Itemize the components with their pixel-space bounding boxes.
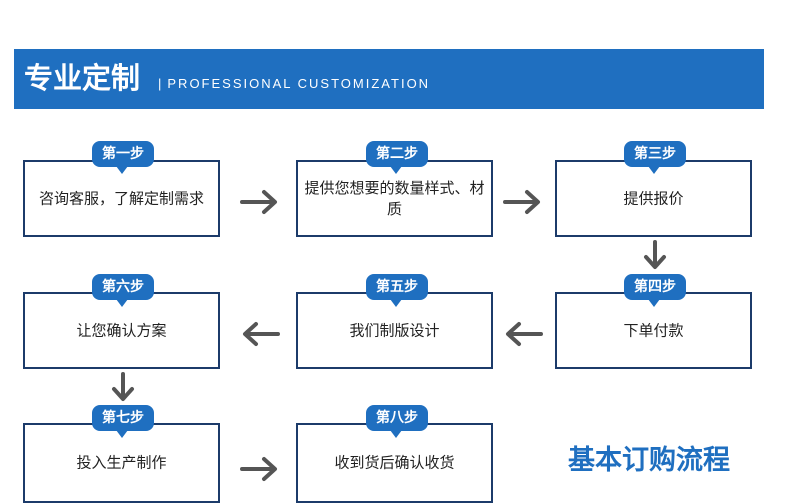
arrow-left-icon xyxy=(506,322,543,346)
step-badge-2: 第二步 xyxy=(366,141,428,174)
banner-subtitle: |PROFESSIONAL CUSTOMIZATION xyxy=(158,76,430,92)
step-text-8: 收到货后确认收货 xyxy=(334,453,455,472)
step-text-3: 提供报价 xyxy=(623,189,684,207)
arrow-right-icon xyxy=(240,190,277,214)
step-badge-6: 第六步 xyxy=(92,274,154,307)
step-text-4: 下单付款 xyxy=(623,321,684,339)
step-badge-5: 第五步 xyxy=(366,274,428,307)
arrow-right-icon xyxy=(503,190,540,214)
step-badge-3: 第三步 xyxy=(624,141,686,174)
step-badge-7: 第七步 xyxy=(92,405,154,438)
header-banner: 专业定制 |PROFESSIONAL CUSTOMIZATION xyxy=(14,49,764,109)
arrow-down-icon xyxy=(644,240,666,269)
arrow-left-icon xyxy=(243,322,280,346)
banner-subtitle-text: PROFESSIONAL CUSTOMIZATION xyxy=(167,76,431,91)
step-text-7: 投入生产制作 xyxy=(76,453,167,472)
step-badge-4: 第四步 xyxy=(624,274,686,307)
step-text-5: 我们制版设计 xyxy=(349,321,440,339)
process-title: 基本订购流程 xyxy=(568,445,730,476)
step-badge-8: 第八步 xyxy=(366,405,428,438)
step-text-2: 提供您想要的数量样式、材质 xyxy=(304,178,485,218)
step-text-6: 让您确认方案 xyxy=(76,321,167,339)
arrow-right-icon xyxy=(240,457,277,481)
step-badge-1: 第一步 xyxy=(92,141,154,174)
banner-title: 专业定制 xyxy=(24,61,141,95)
step-text-1: 咨询客服，了解定制需求 xyxy=(38,189,204,207)
banner-subtitle-divider: | xyxy=(158,76,164,91)
step-box-2: 提供您想要的数量样式、材质 xyxy=(296,160,493,237)
arrow-down-icon xyxy=(112,372,134,401)
